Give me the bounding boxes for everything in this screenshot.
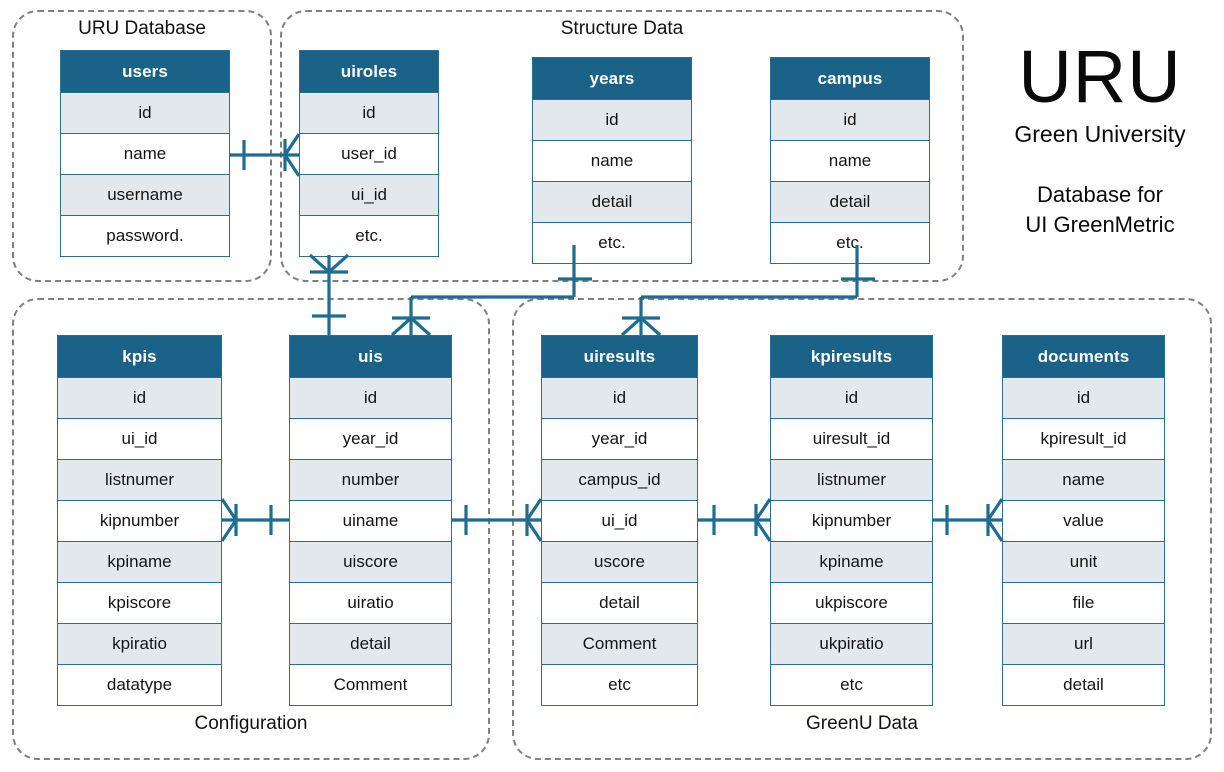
column-users-id: id [61,92,229,133]
column-uis-uiratio: uiratio [290,582,451,623]
column-years-name: name [533,140,691,181]
table-header-uiroles: uiroles [300,51,438,92]
column-uiresults-detail: detail [542,582,697,623]
group-label-configuration: Configuration [194,713,308,734]
column-documents-unit: unit [1003,541,1164,582]
brand-acronym: URU [1018,35,1182,118]
column-uiresults-id: id [542,377,697,418]
column-campus-name: name [771,140,929,181]
column-users-username: username [61,174,229,215]
column-uiroles-etc: etc. [300,215,438,256]
table-kpiresults[interactable]: kpiresults id uiresult_id listnumer kipn… [770,335,933,706]
column-uiresults-year-id: year_id [542,418,697,459]
column-kpis-kpiname: kpiname [58,541,221,582]
column-kpiresults-kipnumber: kipnumber [771,500,932,541]
column-uis-detail: detail [290,623,451,664]
column-uiroles-id: id [300,92,438,133]
group-structure-data [280,10,964,282]
column-campus-etc: etc. [771,222,929,263]
column-documents-file: file [1003,582,1164,623]
column-campus-id: id [771,99,929,140]
brand-university: Green University [1014,121,1186,147]
column-kpiresults-id: id [771,377,932,418]
table-users[interactable]: users id name username password. [60,50,230,257]
column-campus-detail: detail [771,181,929,222]
table-uiroles[interactable]: uiroles id user_id ui_id etc. [299,50,439,257]
column-uiresults-campus-id: campus_id [542,459,697,500]
group-label-greenu-data: GreenU Data [806,713,918,734]
column-documents-kpiresult-id: kpiresult_id [1003,418,1164,459]
column-uis-year-id: year_id [290,418,451,459]
column-kpiresults-ukpiscore: ukpiscore [771,582,932,623]
column-kpis-kipnumber: kipnumber [58,500,221,541]
brand-tagline-2: UI GreenMetric [1025,212,1175,237]
column-years-etc: etc. [533,222,691,263]
column-uis-comment: Comment [290,664,451,705]
column-kpiresults-listnumer: listnumer [771,459,932,500]
table-uiresults[interactable]: uiresults id year_id campus_id ui_id usc… [541,335,698,706]
column-kpis-listnumer: listnumer [58,459,221,500]
table-header-uiresults: uiresults [542,336,697,377]
column-uiroles-user-id: user_id [300,133,438,174]
column-uis-uiscore: uiscore [290,541,451,582]
column-years-id: id [533,99,691,140]
table-header-users: users [61,51,229,92]
column-kpiresults-etc: etc [771,664,932,705]
column-years-detail: detail [533,181,691,222]
column-kpis-datatype: datatype [58,664,221,705]
column-documents-value: value [1003,500,1164,541]
table-documents[interactable]: documents id kpiresult_id name value uni… [1002,335,1165,706]
column-kpis-kpiratio: kpiratio [58,623,221,664]
column-documents-url: url [1003,623,1164,664]
table-uis[interactable]: uis id year_id number uiname uiscore uir… [289,335,452,706]
column-kpis-ui-id: ui_id [58,418,221,459]
group-label-structure-data: Structure Data [560,18,684,39]
column-uis-uiname: uiname [290,500,451,541]
column-uiresults-ui-id: ui_id [542,500,697,541]
column-uiresults-uscore: uscore [542,541,697,582]
table-years[interactable]: years id name detail etc. [532,57,692,264]
table-kpis[interactable]: kpis id ui_id listnumer kipnumber kpinam… [57,335,222,706]
column-uis-id: id [290,377,451,418]
column-documents-id: id [1003,377,1164,418]
column-users-password: password. [61,215,229,256]
group-uru-database [12,10,272,282]
table-header-uis: uis [290,336,451,377]
table-header-kpiresults: kpiresults [771,336,932,377]
column-kpiresults-kpiname: kpiname [771,541,932,582]
table-header-years: years [533,58,691,99]
brand-tagline-1: Database for [1037,182,1163,207]
column-kpiresults-uiresult-id: uiresult_id [771,418,932,459]
column-documents-detail: detail [1003,664,1164,705]
column-kpis-kpiscore: kpiscore [58,582,221,623]
group-greenu-data [512,298,1212,760]
column-documents-name: name [1003,459,1164,500]
column-uiroles-ui-id: ui_id [300,174,438,215]
column-users-name: name [61,133,229,174]
column-uis-number: number [290,459,451,500]
table-header-campus: campus [771,58,929,99]
table-campus[interactable]: campus id name detail etc. [770,57,930,264]
column-kpiresults-ukpiratio: ukpiratio [771,623,932,664]
column-uiresults-comment: Comment [542,623,697,664]
table-header-kpis: kpis [58,336,221,377]
group-configuration [12,298,490,760]
group-label-uru-database: URU Database [78,18,206,39]
table-header-documents: documents [1003,336,1164,377]
column-uiresults-etc: etc [542,664,697,705]
brand-block: URU Green University Database for UI Gre… [982,38,1218,240]
column-kpis-id: id [58,377,221,418]
